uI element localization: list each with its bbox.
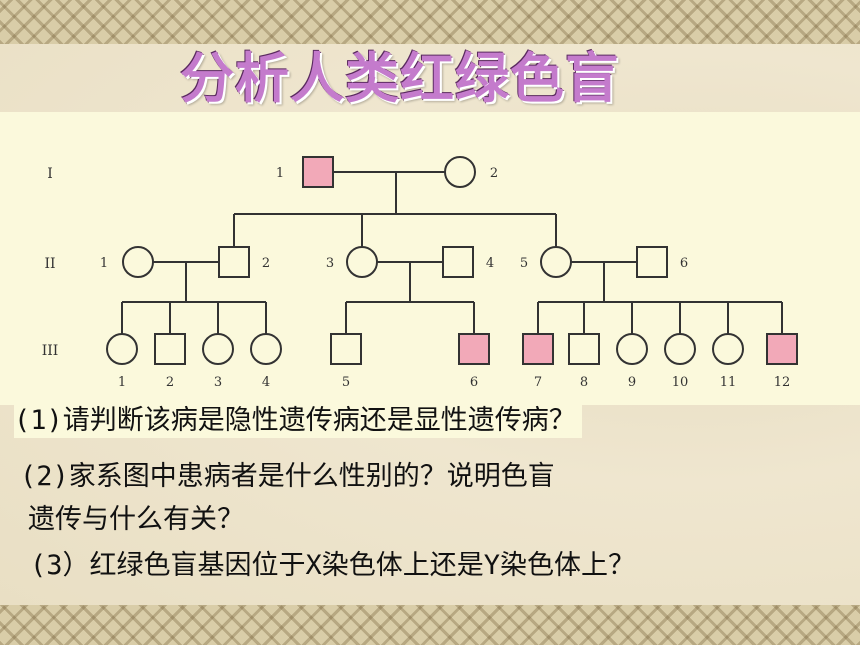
generation-label: III: [42, 343, 59, 359]
individual-number: 5: [520, 256, 528, 271]
male-symbol: [636, 246, 668, 278]
individual-number: 2: [166, 375, 174, 390]
question-3: (3）红绿色盲基因位于X染色体上还是Y染色体上？: [30, 550, 636, 581]
female-symbol: [346, 246, 378, 278]
question-2-line-2: 遗传与什么有关？: [28, 504, 244, 535]
individual-number: 3: [214, 375, 222, 390]
individual-number: 6: [470, 375, 478, 390]
male-symbol: [330, 333, 362, 365]
individual-number: 11: [720, 375, 737, 390]
generation-label: I: [47, 166, 53, 182]
male-symbol: [442, 246, 474, 278]
individual-number: 4: [262, 375, 270, 390]
individual-number: 7: [534, 375, 542, 390]
female-symbol: [444, 156, 476, 188]
generation-label: II: [44, 256, 55, 272]
individual-number: 3: [326, 256, 334, 271]
individual-number: 1: [276, 166, 284, 181]
male-symbol: [568, 333, 600, 365]
individual-number: 6: [680, 256, 688, 271]
affected-male-symbol: [766, 333, 798, 365]
slide-title: 分析人类红绿色盲: [180, 47, 620, 110]
female-symbol: [250, 333, 282, 365]
question-1: (1)请判断该病是隐性遗传病还是显性遗传病？: [14, 404, 582, 438]
individual-number: 1: [118, 375, 126, 390]
individual-number: 2: [262, 256, 270, 271]
individual-number: 2: [490, 166, 498, 181]
female-symbol: [106, 333, 138, 365]
question-2-line-1: (2)家系图中患病者是什么性别的？说明色盲: [20, 461, 555, 492]
pedigree-panel: [0, 112, 860, 405]
affected-male-symbol: [522, 333, 554, 365]
female-symbol: [616, 333, 648, 365]
individual-number: 4: [486, 256, 494, 271]
individual-number: 1: [100, 256, 108, 271]
individual-number: 12: [774, 375, 791, 390]
individual-number: 5: [342, 375, 350, 390]
individual-number: 9: [628, 375, 636, 390]
decorative-border-top: [0, 0, 860, 44]
affected-male-symbol: [458, 333, 490, 365]
individual-number: 8: [580, 375, 588, 390]
decorative-border-bottom: [0, 605, 860, 645]
female-symbol: [122, 246, 154, 278]
male-symbol: [218, 246, 250, 278]
individual-number: 10: [672, 375, 689, 390]
female-symbol: [664, 333, 696, 365]
affected-male-symbol: [302, 156, 334, 188]
female-symbol: [540, 246, 572, 278]
female-symbol: [202, 333, 234, 365]
male-symbol: [154, 333, 186, 365]
female-symbol: [712, 333, 744, 365]
